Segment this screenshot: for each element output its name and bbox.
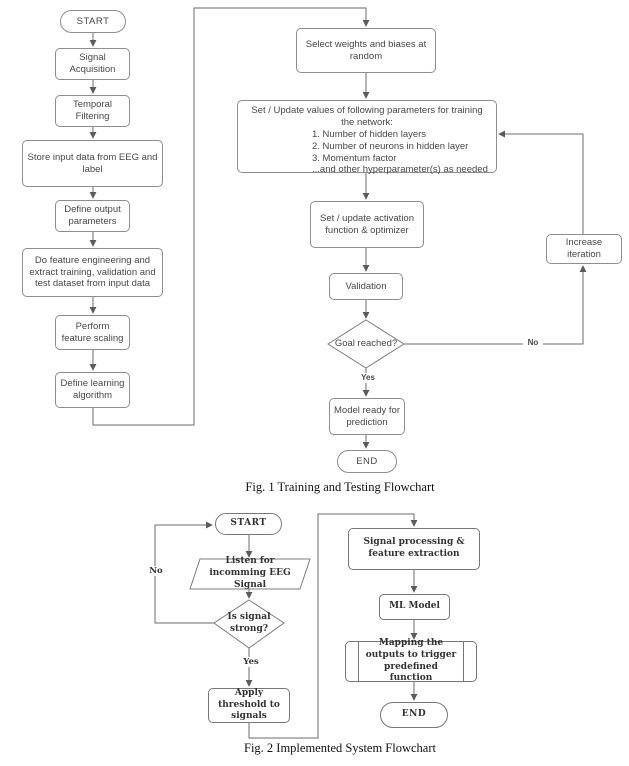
fig1-learning-algorithm-label: Define learning algorithm bbox=[60, 378, 125, 401]
fig1-increase-iteration-label: Increase iteration bbox=[565, 237, 603, 260]
goal-reached-diamond-shape bbox=[327, 319, 405, 369]
fig1-start-label: START bbox=[76, 15, 110, 27]
fig1-activation-step: Set / update activation function & optim… bbox=[310, 201, 424, 248]
fig1-define-output-step: Define output parameters bbox=[55, 200, 130, 232]
edge-algorithm-to-selectweights bbox=[92, 7, 370, 426]
fig1-activation-label: Set / update activation function & optim… bbox=[319, 212, 414, 236]
fig1-yes-edge-label: Yes bbox=[356, 373, 380, 383]
fig2-start-terminator: START bbox=[215, 513, 282, 535]
fig1-parameters-header: Set / Update values of following paramet… bbox=[251, 105, 483, 128]
fig1-learning-algorithm-step: Define learning algorithm bbox=[55, 372, 130, 408]
fig1-feature-engineering-label: Do feature engineering and extract train… bbox=[29, 254, 156, 290]
edge-increase-to-params bbox=[498, 130, 584, 234]
fig1-define-output-label: Define output parameters bbox=[64, 204, 121, 227]
fig1-store-input-label: Store input data from EEG and label bbox=[27, 151, 158, 175]
fig1-store-input-step: Store input data from EEG and label bbox=[22, 140, 163, 187]
fig2-mapping-label: Mapping the outputs to trigger predefine… bbox=[365, 638, 457, 684]
fig1-parameters-step: Set / Update values of following paramet… bbox=[237, 100, 497, 176]
fig1-signal-acquisition-step: Signal Acquisition bbox=[55, 48, 130, 80]
fig1-validation-label: Validation bbox=[345, 280, 387, 292]
fig1-select-weights-label: Select weights and biases at random bbox=[305, 38, 427, 62]
fig2-listen-label: Listen for incomming EEG Signal bbox=[209, 556, 291, 590]
fig1-end-label: END bbox=[356, 455, 378, 467]
fig1-feature-engineering-step: Do feature engineering and extract train… bbox=[22, 248, 163, 297]
fig1-select-weights-step: Select weights and biases at random bbox=[296, 28, 436, 73]
fig1-signal-acquisition-label: Signal Acquisition bbox=[69, 52, 116, 75]
fig2-apply-threshold-label: Apply threshold to signals bbox=[218, 687, 280, 722]
fig1-start-terminator: START bbox=[60, 10, 126, 33]
fig2-start-label: START bbox=[230, 518, 267, 529]
edge-threshold-to-processing bbox=[248, 513, 418, 739]
fig2-caption: Fig. 2 Implemented System Flowchart bbox=[244, 741, 436, 755]
fig1-feature-scaling-step: Perform feature scaling bbox=[55, 315, 130, 350]
fig1-end-terminator: END bbox=[337, 450, 397, 473]
fig1-caption: Fig. 1 Training and Testing Flowchart bbox=[245, 480, 435, 494]
fig1-model-ready-step: Model ready for prediction bbox=[329, 398, 405, 435]
listen-parallelogram-shape bbox=[189, 558, 311, 590]
fig1-model-ready-label: Model ready for prediction bbox=[334, 404, 401, 428]
fig2-no-edge-label: No bbox=[145, 566, 167, 577]
fig2-apply-threshold-step: Apply threshold to signals bbox=[208, 688, 290, 723]
fig2-mapping-predefined-process: Mapping the outputs to trigger predefine… bbox=[345, 638, 477, 684]
fig2-signal-strong-decision: Is signal strong? bbox=[214, 600, 284, 648]
fig2-ml-model-label: ML Model bbox=[389, 601, 440, 612]
fig1-feature-scaling-label: Perform feature scaling bbox=[61, 320, 124, 344]
fig2-yes-edge-label: Yes bbox=[238, 657, 264, 668]
fig2-ml-model-step: ML Model bbox=[379, 594, 450, 620]
fig2-end-terminator: END bbox=[380, 702, 448, 728]
predefined-process-right-bar bbox=[463, 641, 464, 682]
fig1-validation-step: Validation bbox=[329, 273, 403, 300]
fig2-end-label: END bbox=[401, 709, 427, 720]
fig1-no-edge-label: No bbox=[523, 338, 543, 348]
fig2-listen-input: Listen for incomming EEG Signal bbox=[192, 556, 308, 590]
predefined-process-left-bar bbox=[358, 641, 359, 682]
fig1-increase-iteration-step: Increase iteration bbox=[546, 234, 622, 264]
fig1-parameters-item-4: ...and other hyperparameter(s) as needed bbox=[312, 164, 488, 176]
fig1-goal-reached-decision: Goal reached? bbox=[328, 320, 404, 368]
fig2-signal-strong-label: Is signal strong? bbox=[227, 612, 271, 634]
edge-goal-no-to-increase bbox=[404, 265, 587, 345]
fig1-parameters-item-2: 2. Number of neurons in hidden layer bbox=[312, 140, 469, 152]
fig2-signal-processing-step: Signal processing & feature extraction bbox=[348, 528, 480, 570]
is-signal-strong-diamond-shape bbox=[213, 599, 285, 649]
fig1-temporal-filtering-label: Temporal Filtering bbox=[72, 99, 113, 122]
fig1-goal-reached-label: Goal reached? bbox=[334, 338, 398, 350]
fig2-signal-processing-label: Signal processing & feature extraction bbox=[363, 537, 465, 559]
fig1-parameters-item-1: 1. Number of hidden layers bbox=[312, 128, 427, 140]
fig1-temporal-filtering-step: Temporal Filtering bbox=[55, 95, 130, 127]
fig1-parameters-item-3: 3. Momentum factor bbox=[312, 152, 397, 164]
